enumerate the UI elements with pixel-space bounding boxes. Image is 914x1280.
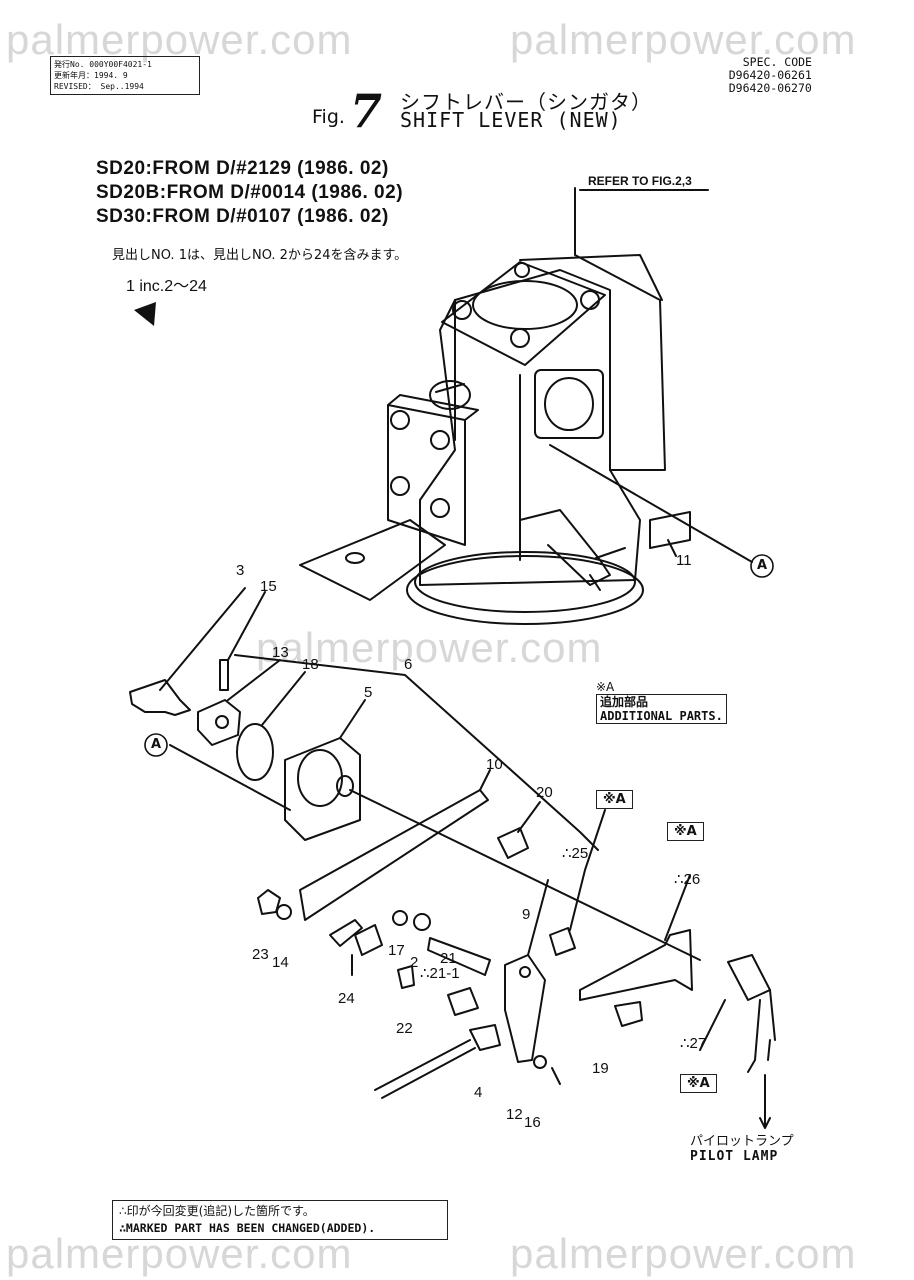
watermark-text: palmerpower.com: [6, 16, 353, 63]
model-line: SD30:FROM D/#0107 (1986. 02): [96, 206, 389, 227]
callout-5: 5: [364, 684, 373, 701]
callout-11: 11: [676, 552, 692, 569]
callout-13: 13: [272, 644, 289, 661]
callout-22: 22: [396, 1020, 413, 1037]
oil-cap: [429, 380, 471, 410]
callout-18: 18: [302, 656, 319, 673]
direction-arrow: [134, 302, 156, 326]
watermark-text: palmerpower.com: [510, 1230, 857, 1277]
additional-parts-note: ※A 追加部品 ADDITIONAL PARTS.: [596, 680, 727, 724]
model-line: SD20:FROM D/#2129 (1986. 02): [96, 158, 389, 179]
model-line: SD20B:FROM D/#0014 (1986. 02): [96, 182, 404, 203]
spec-code: D96420-06261: [728, 68, 812, 82]
spec-label: SPEC. CODE: [742, 55, 812, 69]
part-9-lever: [504, 954, 546, 1063]
mark-a-box: ※A: [667, 822, 704, 841]
callout-16: 16: [524, 1114, 541, 1131]
figure-title-jp: シフトレバー（シンガタ）: [400, 90, 652, 114]
callout-17: 17: [388, 942, 405, 959]
part-10-plate: [299, 789, 489, 921]
figure-prefix: Fig.: [312, 106, 345, 128]
callout-21-1: ∴21-1: [420, 965, 460, 982]
watermark-text: palmerpower.com: [6, 1230, 353, 1277]
mount-bracket: [387, 404, 466, 546]
mark-a-box: ※A: [680, 1074, 717, 1093]
figure-title-en: SHIFT LEVER (NEW): [400, 108, 622, 132]
callout-27: ∴27: [680, 1035, 707, 1052]
changed-parts-note: ∴印が今回変更(追記)した箇所です。 ∴MARKED PART HAS BEEN…: [112, 1200, 448, 1240]
circle-a-label: A: [151, 737, 162, 752]
pilot-lamp-switch: [727, 954, 771, 1001]
additional-jp: 追加部品: [600, 695, 649, 709]
inclusion-note-jp: 見出しNO. 1は、見出しNO. 2から24を含みます。: [112, 248, 408, 263]
watermark-text: palmerpower.com: [256, 624, 603, 671]
mark-a-box: ※A: [596, 790, 633, 809]
callout-2: 2: [410, 954, 419, 971]
refer-note: REFER TO FIG.2,3: [588, 174, 692, 188]
info-line: 更新年月：1994. 9: [54, 71, 128, 80]
side-port: [534, 369, 604, 439]
housing-flange: [406, 555, 644, 625]
inclusion-note: 1 inc.2～24: [126, 278, 207, 295]
circle-a-label: A: [757, 558, 768, 573]
part-13-block: [197, 699, 241, 746]
info-line: REVISED： Sep..1994: [54, 82, 144, 91]
callout-23: 23: [252, 946, 269, 963]
spec-code-block: SPEC. CODE D96420-06261 D96420-06270: [729, 56, 812, 95]
pilot-lamp-label: パイロットランプ PILOT LAMP: [690, 1134, 794, 1164]
callout-24: 24: [338, 990, 355, 1007]
part-3-lever: [129, 679, 191, 716]
callout-20: 20: [536, 784, 553, 801]
part-18-oring: [236, 723, 274, 781]
housing-switch: [519, 509, 611, 586]
callout-3: 3: [236, 562, 245, 579]
callout-21: 21: [440, 950, 457, 967]
callout-25: ∴25: [562, 845, 589, 862]
callout-14: 14: [272, 954, 289, 971]
info-line: 発行No. 000Y00F4021-1: [54, 60, 152, 69]
footer-en: ∴MARKED PART HAS BEEN CHANGED(ADDED).: [119, 1221, 376, 1235]
spec-code: D96420-06270: [728, 81, 812, 95]
pilot-lamp-en: PILOT LAMP: [690, 1149, 779, 1164]
additional-en: ADDITIONAL PARTS.: [600, 709, 723, 723]
callout-9: 9: [522, 906, 531, 923]
top-plate: [441, 261, 606, 366]
housing-body: [419, 269, 641, 586]
figure-number: 7: [350, 84, 383, 138]
revision-info-box: 発行No. 000Y00F4021-1 更新年月：1994. 9 REVISED…: [50, 56, 200, 95]
part-5-flange: [284, 737, 361, 841]
additional-mark: ※A: [596, 680, 615, 694]
callout-19: 19: [592, 1060, 609, 1077]
watermark-text: palmerpower.com: [510, 16, 857, 63]
callout-6: 6: [404, 656, 413, 673]
callout-12: 12: [506, 1106, 523, 1123]
pilot-lamp-jp: パイロットランプ: [690, 1134, 794, 1149]
callout-26: ∴26: [674, 871, 701, 888]
callout-15: 15: [260, 578, 277, 595]
callout-10: 10: [486, 756, 503, 773]
additional-box: 追加部品 ADDITIONAL PARTS.: [596, 694, 727, 724]
rear-casing: [574, 187, 666, 471]
part-26-bracket: [579, 929, 693, 1001]
callout-4: 4: [474, 1084, 483, 1101]
footer-jp: ∴印が今回変更(追記)した箇所です。: [119, 1204, 315, 1218]
